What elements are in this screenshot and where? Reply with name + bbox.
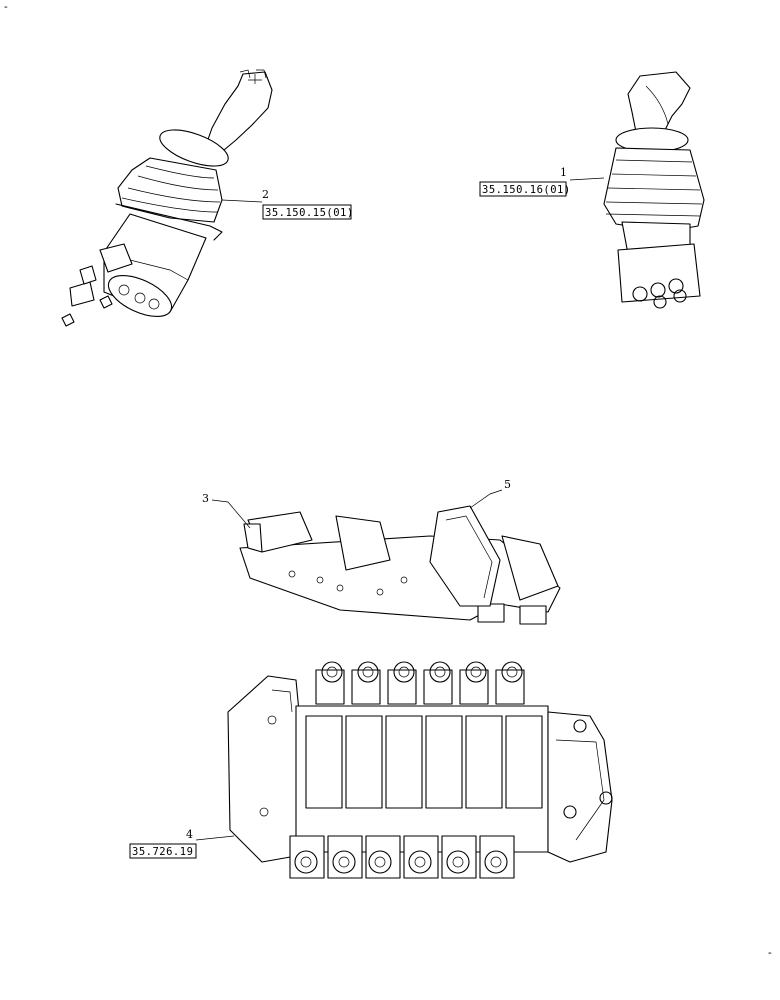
- callout-4-ref-box: [129, 843, 197, 859]
- callout-1-ref-box: [479, 181, 567, 197]
- valve-cover-plate-drawing: [429, 505, 501, 607]
- callout-4[interactable]: 4 35.726.19: [129, 828, 235, 859]
- callout-1-ref[interactable]: 35.150.16(01): [482, 184, 571, 196]
- callout-2[interactable]: 2 35.150.15(01): [221, 188, 354, 220]
- joystick-right-drawing: [603, 71, 705, 309]
- callout-3[interactable]: 3: [202, 492, 251, 529]
- valve-mount-bracket-drawing: [239, 511, 561, 625]
- callout-5[interactable]: 5: [469, 478, 511, 509]
- callout-3-number: 3: [202, 492, 209, 505]
- callout-4-number: 4: [186, 828, 193, 841]
- corner-mark-top-left: -: [4, 0, 8, 13]
- callout-1[interactable]: 1 35.150.16(01): [479, 166, 605, 197]
- callout-4-ref[interactable]: 35.726.19: [132, 846, 193, 858]
- callout-1-number: 1: [560, 166, 567, 179]
- callout-2-ref[interactable]: 35.150.15(01): [265, 207, 354, 219]
- callout-2-ref-box: [262, 204, 352, 220]
- callout-2-number: 2: [262, 188, 269, 201]
- callout-5-number: 5: [504, 478, 511, 491]
- joystick-left-drawing: [61, 69, 273, 327]
- corner-mark-bottom-right: -: [768, 946, 772, 959]
- control-valve-block-drawing: [227, 661, 613, 879]
